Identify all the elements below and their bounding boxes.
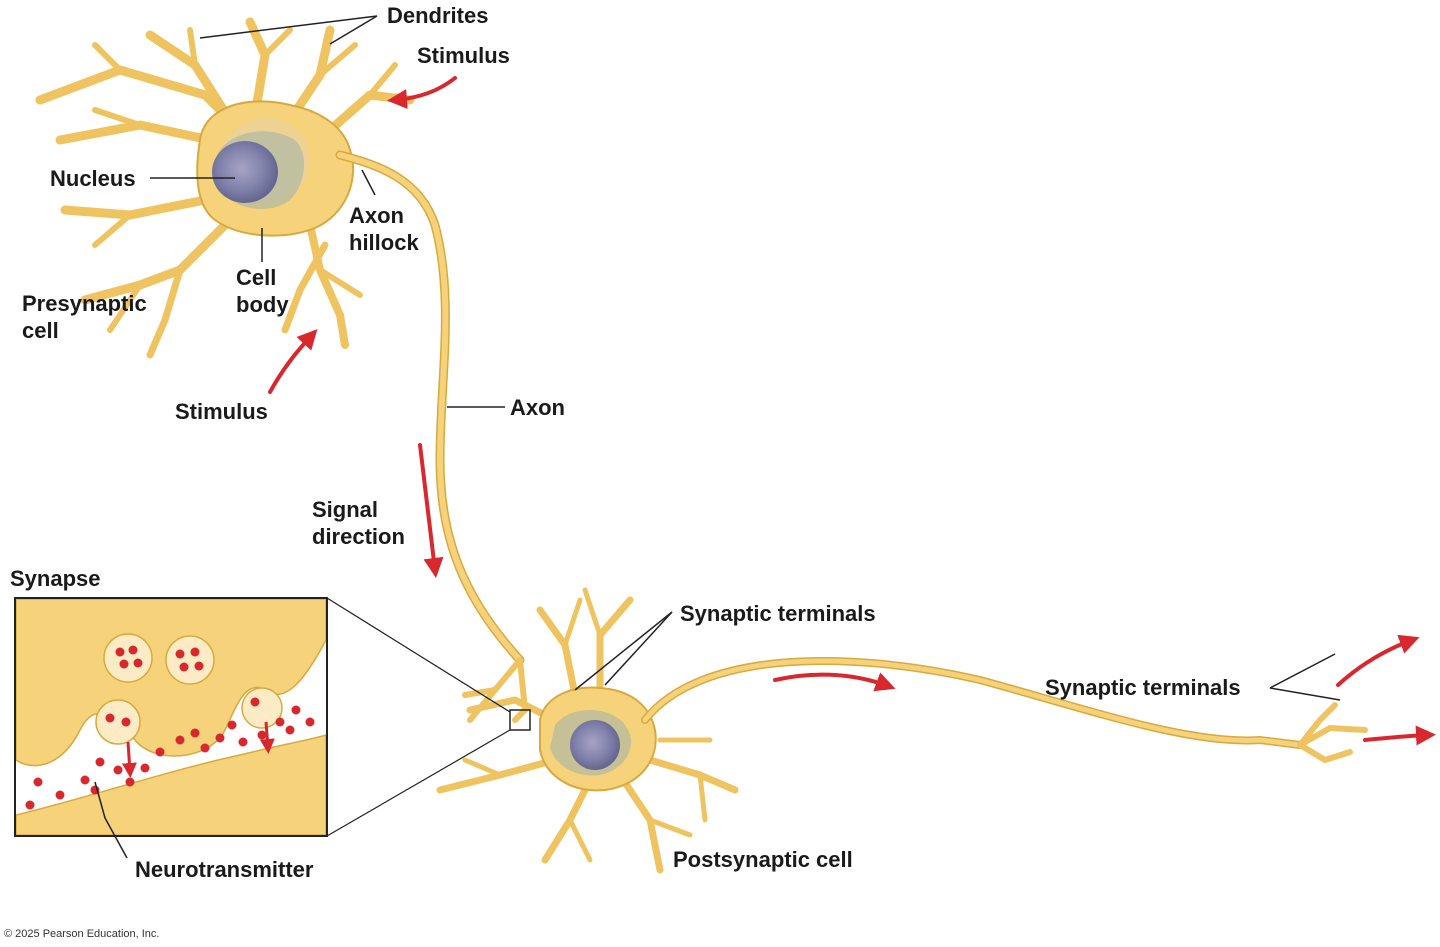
synapse-inset (14, 597, 531, 837)
label-axon: Axon (510, 395, 565, 420)
leader-lines (94, 15, 1341, 859)
label-cell-body: Cell body (236, 265, 289, 317)
arrow-stimulus-bottom (268, 329, 318, 394)
label-stimulus-bottom: Stimulus (175, 399, 268, 424)
axon-terminals-right (1297, 702, 1368, 764)
presynaptic-nucleus (212, 141, 278, 203)
label-synaptic-terminals-right: Synaptic terminals (1045, 675, 1241, 700)
postsynaptic-cell-body (539, 686, 657, 792)
label-signal-direction: Signal direction (312, 497, 405, 549)
neurotransmitter-molecules (25, 645, 315, 810)
arrow-out-bottom (1363, 725, 1436, 746)
label-synaptic-terminals-top: Synaptic terminals (680, 601, 876, 626)
postsynaptic-dendrites (436, 587, 739, 874)
label-stimulus-top: Stimulus (417, 43, 510, 68)
label-postsynaptic-cell: Postsynaptic cell (673, 847, 853, 872)
label-nucleus: Nucleus (50, 166, 136, 191)
label-axon-hillock: Axon hillock (349, 203, 419, 255)
copyright-notice: © 2025 Pearson Education, Inc. (4, 928, 160, 940)
label-presynaptic-cell: Presynaptic cell (22, 291, 147, 343)
postsynaptic-nucleus (570, 720, 620, 770)
label-synapse: Synapse (10, 566, 101, 591)
label-neurotransmitter: Neurotransmitter (135, 857, 314, 882)
presynaptic-cell-body (196, 100, 355, 237)
zoom-box (509, 709, 531, 731)
arrow-stimulus-top (387, 76, 457, 110)
arrow-axon-flow (773, 672, 896, 692)
label-dendrites: Dendrites (387, 3, 489, 28)
arrow-signal-direction (418, 443, 444, 578)
arrow-out-top (1336, 634, 1420, 687)
presynaptic-dendrites (35, 17, 415, 359)
signal-arrows (268, 76, 1436, 746)
